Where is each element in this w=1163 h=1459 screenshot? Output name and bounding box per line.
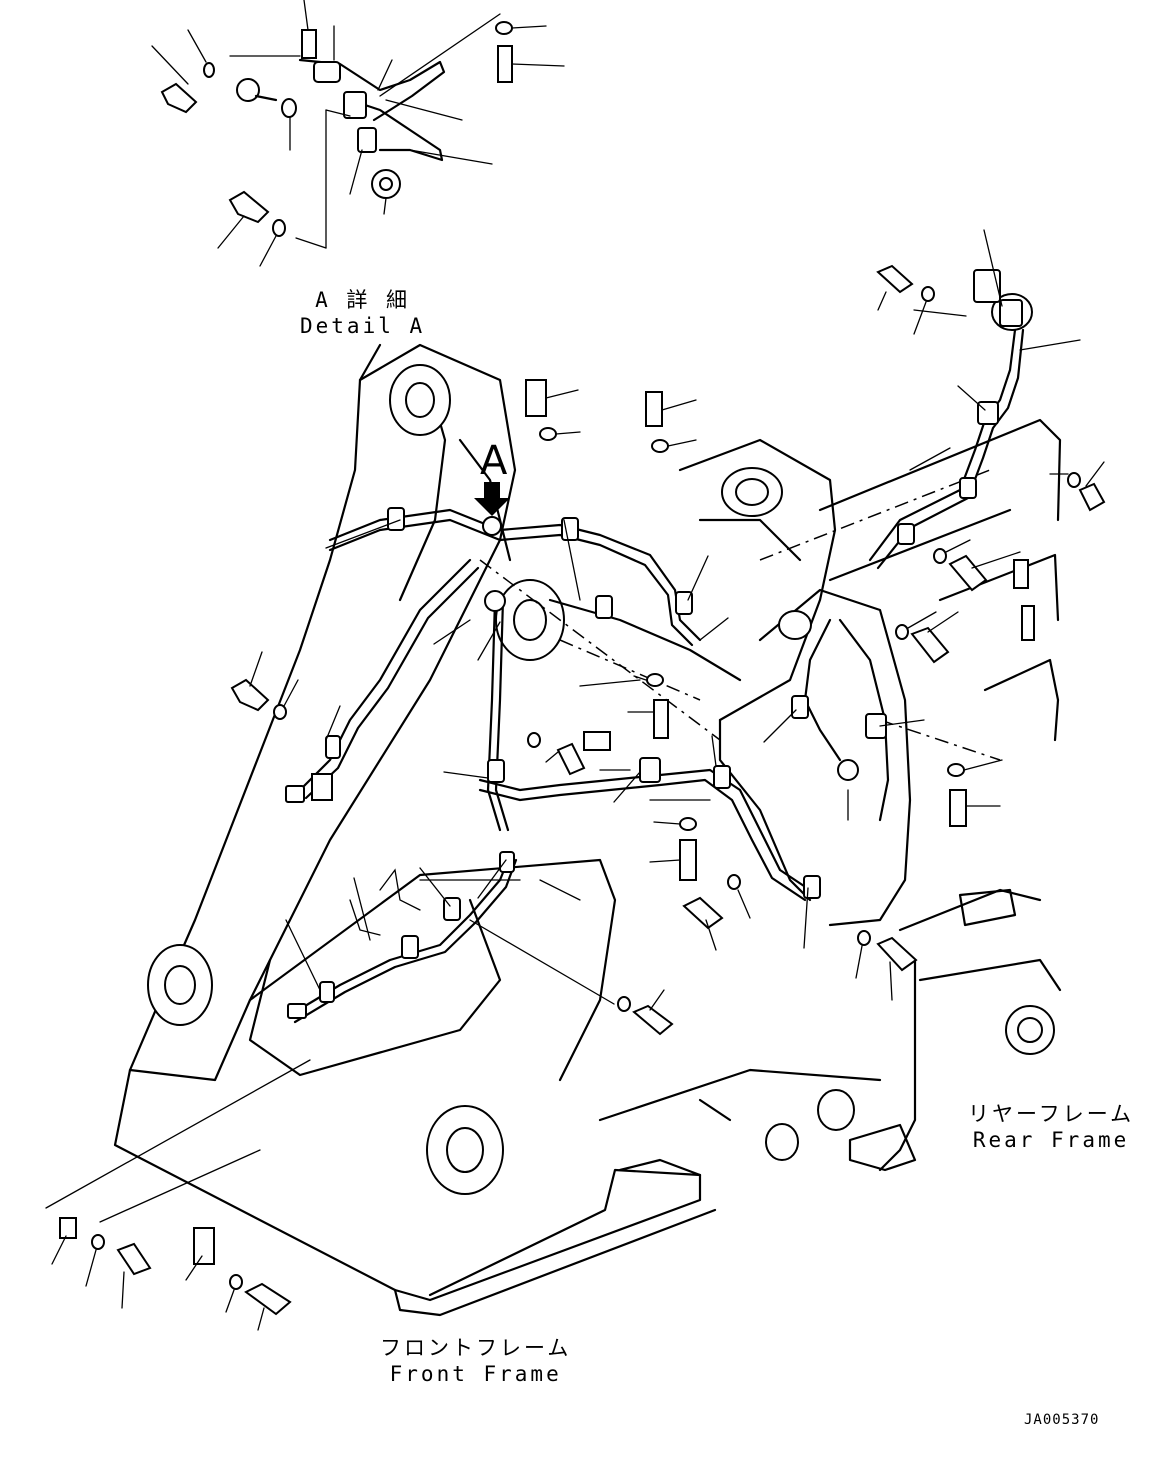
- harness-clamp: [561, 517, 579, 541]
- bolt: [645, 391, 697, 427]
- drawing-number: JA005370: [1024, 1412, 1100, 1428]
- harness-clamp: [499, 851, 515, 873]
- mounting-bracket: [59, 1217, 77, 1239]
- harness-clamp: [791, 695, 809, 719]
- centerlines: [479, 469, 1001, 761]
- bolt: [525, 379, 579, 417]
- harness-connector: [1013, 559, 1029, 589]
- down-arrow-icon: [474, 482, 510, 516]
- clamp: [357, 127, 377, 153]
- front-frame-outline: [113, 343, 717, 1317]
- harness-connector: [287, 1003, 307, 1019]
- bolt: [876, 936, 918, 1001]
- rear-frame-label: リヤーフレーム Rear Frame: [968, 1098, 1134, 1152]
- detail-a-label: A 詳 細 Detail A: [300, 284, 425, 338]
- harness-connector: [999, 299, 1023, 327]
- washer: [933, 539, 971, 564]
- bolt: [151, 45, 198, 114]
- callout-a-letter: A: [480, 438, 508, 484]
- harness-connector: [1021, 605, 1035, 641]
- leader-lines: [45, 229, 1081, 1281]
- washer: [259, 219, 286, 267]
- bolt: [545, 742, 586, 776]
- washer: [651, 439, 697, 453]
- rear-frame-outline: [598, 293, 1062, 1177]
- washer: [539, 427, 581, 441]
- rear-frame-label-en: Rear Frame: [972, 1128, 1130, 1152]
- bolt: [876, 264, 914, 311]
- harness-clamp: [713, 765, 731, 789]
- sensor: [482, 516, 502, 536]
- washer: [527, 732, 541, 748]
- washer: [281, 98, 297, 151]
- front-frame-label-en: Front Frame: [389, 1362, 562, 1386]
- washer: [225, 1274, 243, 1313]
- front-frame-label: フロントフレーム Front Frame: [380, 1332, 571, 1386]
- washer: [633, 673, 664, 687]
- washer: [895, 611, 937, 640]
- harness-clamp: [387, 507, 405, 531]
- bolt: [301, 0, 317, 59]
- bolt: [649, 839, 697, 881]
- harness-clamp: [487, 759, 505, 783]
- sensor-body: [313, 61, 341, 83]
- bolt: [116, 1242, 152, 1309]
- harness-clamp: [325, 735, 341, 759]
- bolt: [682, 896, 724, 951]
- washer: [617, 996, 631, 1012]
- harness-clamp: [595, 595, 613, 619]
- detail-a-label-en: Detail A: [300, 314, 426, 338]
- clamps: [59, 269, 1035, 1265]
- harness-connector: [285, 785, 305, 803]
- bolt: [244, 1282, 292, 1331]
- washer: [855, 930, 871, 979]
- washer: [495, 21, 547, 35]
- bolt: [948, 551, 1021, 592]
- bolt: [217, 190, 270, 249]
- bolt: [632, 989, 674, 1036]
- harness-clamp: [639, 757, 661, 783]
- harness-clamp: [865, 713, 887, 739]
- harness-clamp: [319, 981, 335, 1003]
- rear-frame-label-jp: リヤーフレーム: [968, 1102, 1135, 1126]
- bolt: [230, 651, 270, 712]
- bolt: [236, 78, 278, 102]
- mounting-bracket: [311, 773, 333, 801]
- harness-clamp: [803, 875, 821, 899]
- bolt: [1078, 461, 1106, 512]
- washer: [947, 759, 1003, 777]
- washer: [273, 679, 299, 720]
- front-frame-label-jp: フロントフレーム: [380, 1336, 572, 1360]
- bolt: [910, 611, 959, 664]
- bolt: [627, 699, 669, 739]
- washer: [913, 286, 935, 335]
- harness-clamp: [977, 401, 999, 425]
- detail-a-view: [229, 13, 501, 249]
- washer: [85, 1234, 105, 1287]
- washer: [653, 817, 697, 831]
- sensor: [484, 590, 506, 612]
- harness-clamp: [897, 523, 915, 545]
- bolt: [497, 45, 565, 83]
- mounting-bracket: [583, 731, 611, 751]
- washer: [727, 874, 751, 919]
- washer: [187, 29, 215, 78]
- washer: [1049, 472, 1081, 488]
- bolt: [949, 789, 1001, 827]
- clamp: [343, 91, 367, 119]
- harness-connector: [973, 269, 1001, 303]
- fasteners: [85, 0, 1106, 1331]
- detail-a-label-jp: A 詳 細: [315, 288, 411, 312]
- sensor: [837, 759, 859, 781]
- mounting-bracket: [193, 1227, 215, 1265]
- harness-clamp: [959, 477, 977, 499]
- harness-clamp: [675, 591, 693, 615]
- harness-clamp: [401, 935, 419, 959]
